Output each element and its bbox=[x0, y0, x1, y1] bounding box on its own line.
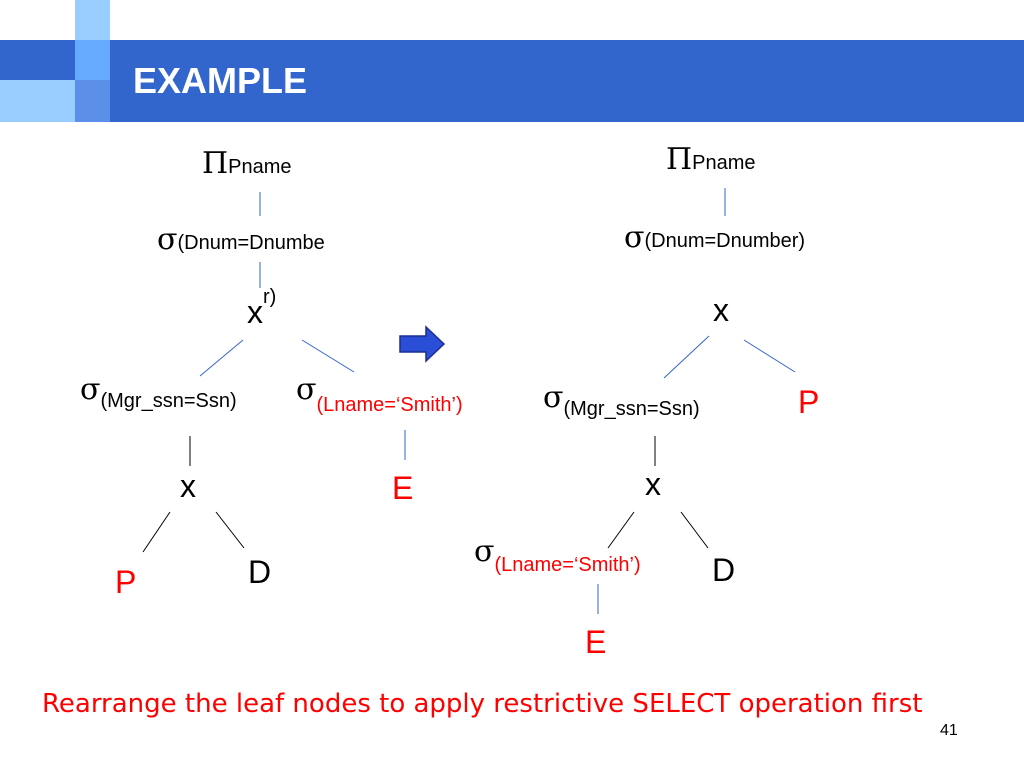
sigma-symbol: σ bbox=[157, 222, 178, 257]
edge bbox=[743, 339, 796, 373]
project-attr: Pname bbox=[692, 152, 756, 174]
right-arrow-icon bbox=[399, 325, 446, 363]
edge bbox=[301, 339, 355, 373]
left-leaf-d: D bbox=[248, 554, 272, 590]
right-leaf-e: E bbox=[585, 624, 607, 660]
left-leaf-p: P bbox=[115, 564, 137, 600]
pi-symbol: Π bbox=[202, 146, 229, 181]
edge bbox=[215, 511, 245, 549]
sigma-symbol: σ bbox=[296, 372, 317, 407]
left-select-dnum-node: σ(Dnum=Dnumbe bbox=[157, 222, 325, 257]
decor-square bbox=[0, 80, 75, 122]
select-condition: (Lname=‘Smith’) bbox=[494, 554, 641, 576]
left-cross-top-node: x bbox=[247, 294, 263, 330]
select-condition: (Lname=‘Smith’) bbox=[316, 394, 463, 416]
left-leaf-e: E bbox=[392, 470, 414, 506]
select-condition: (Mgr_ssn=Ssn) bbox=[100, 390, 237, 412]
right-select-mgr-node: σ(Mgr_ssn=Ssn) bbox=[543, 380, 700, 420]
decor-square bbox=[75, 40, 110, 80]
pi-symbol: Π bbox=[666, 142, 693, 177]
right-select-lname-node: σ(Lname=‘Smith’) bbox=[474, 534, 641, 576]
edge bbox=[607, 511, 635, 549]
left-project-node: ΠPname bbox=[202, 146, 292, 181]
right-cross-bottom-node: x bbox=[645, 466, 661, 502]
sigma-symbol: σ bbox=[543, 380, 564, 415]
right-select-dnum-node: σ(Dnum=Dnumber) bbox=[624, 220, 805, 255]
left-select-lname-node: σ(Lname=‘Smith’) bbox=[296, 372, 463, 416]
edge bbox=[663, 335, 710, 379]
left-select-mgr-node: σ(Mgr_ssn=Ssn) bbox=[80, 372, 237, 412]
sigma-symbol: σ bbox=[624, 220, 645, 255]
right-cross-top-node: x bbox=[713, 292, 729, 328]
decor-square bbox=[75, 80, 110, 122]
title-bar bbox=[0, 40, 1024, 122]
left-cross-bottom-node: x bbox=[180, 468, 196, 504]
edge bbox=[142, 511, 171, 553]
project-attr: Pname bbox=[228, 156, 292, 178]
right-project-node: ΠPname bbox=[666, 142, 756, 177]
edge bbox=[680, 511, 709, 549]
select-condition: (Mgr_ssn=Ssn) bbox=[563, 398, 700, 420]
select-condition: (Dnum=Dnumbe bbox=[177, 232, 325, 254]
slide-caption: Rearrange the leaf nodes to apply restri… bbox=[42, 689, 923, 719]
select-condition: (Dnum=Dnumber) bbox=[644, 230, 806, 252]
decor-square bbox=[75, 0, 110, 40]
edge bbox=[199, 339, 244, 377]
right-leaf-p: P bbox=[798, 384, 820, 420]
page-number: 41 bbox=[940, 722, 958, 739]
sigma-symbol: σ bbox=[80, 372, 101, 407]
slide-title: EXAMPLE bbox=[133, 60, 308, 101]
right-leaf-d: D bbox=[712, 552, 736, 588]
select-condition-wrap: r) bbox=[263, 286, 277, 308]
sigma-symbol: σ bbox=[474, 534, 495, 569]
